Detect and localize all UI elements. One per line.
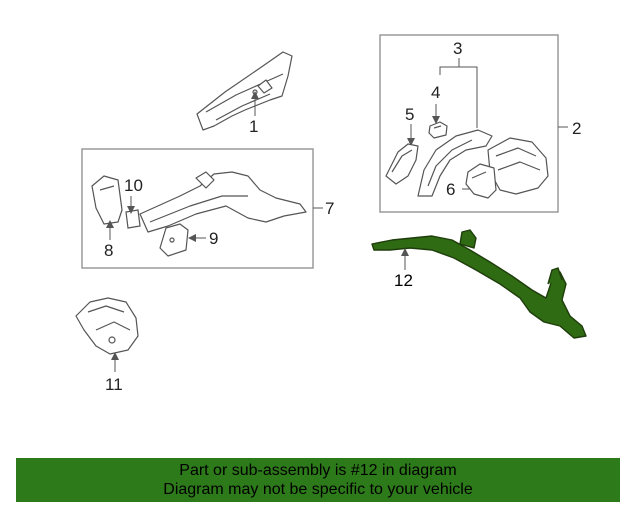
callout-11: 11 <box>105 375 123 394</box>
callout-2: 2 <box>572 119 582 138</box>
bracket-3 <box>439 58 478 128</box>
callout-9: 9 <box>209 229 219 248</box>
callout-1: 1 <box>249 117 259 136</box>
part-6-bracket[interactable] <box>465 163 497 199</box>
callout-8: 8 <box>104 241 114 260</box>
callout-4: 4 <box>431 83 441 102</box>
info-banner: Part or sub-assembly is #12 in diagram D… <box>16 458 620 502</box>
part-4-bracket[interactable] <box>428 121 448 139</box>
part-9-bracket[interactable] <box>159 223 189 257</box>
part-2-apron-assembly[interactable] <box>487 137 549 195</box>
parts-diagram: 1 2 3 4 5 6 7 8 9 10 11 12 <box>75 34 587 394</box>
part-3-wheelhouse[interactable] <box>417 129 493 197</box>
part-10-plate[interactable] <box>125 209 141 229</box>
callout-6: 6 <box>446 180 456 199</box>
part-12-crossmember[interactable] <box>371 229 587 339</box>
part-11-mount-bracket[interactable] <box>75 297 139 355</box>
part-5-panel[interactable] <box>385 143 419 185</box>
parts-diagram-svg <box>75 34 587 372</box>
part-8-bracket[interactable] <box>91 175 123 225</box>
callout-3: 3 <box>453 39 463 58</box>
part-7-side-member[interactable] <box>139 171 307 233</box>
group-box-2 <box>379 34 559 213</box>
banner-line-1: Part or sub-assembly is #12 in diagram <box>179 462 457 479</box>
callout-10: 10 <box>124 176 143 195</box>
callout-7: 7 <box>325 199 335 218</box>
callout-5: 5 <box>405 105 415 124</box>
banner-line-2: Diagram may not be specific to your vehi… <box>163 481 473 498</box>
part-1-apron-reinforcement[interactable] <box>196 51 293 131</box>
callout-12: 12 <box>394 271 413 290</box>
